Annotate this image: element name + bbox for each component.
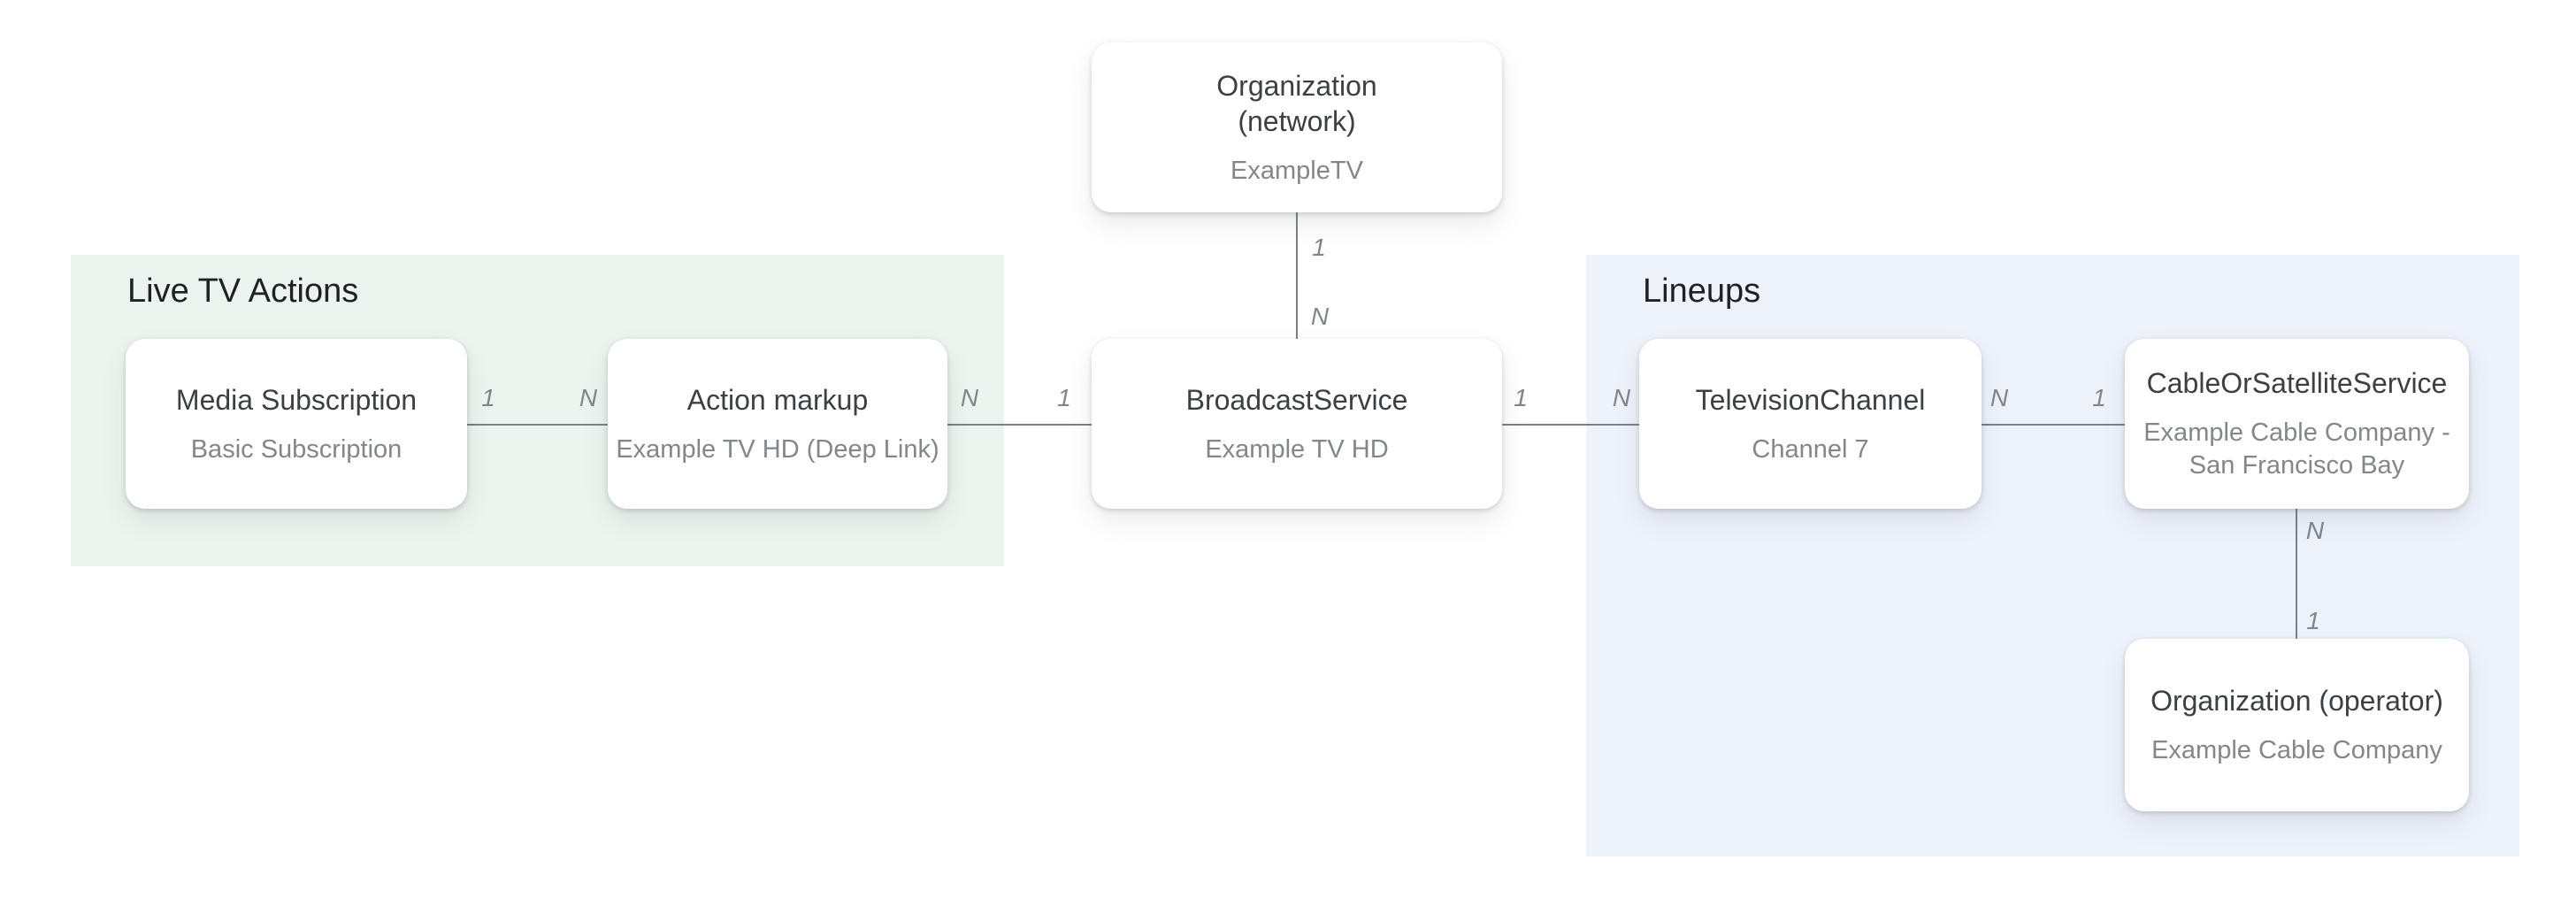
- cardinality-label: N: [1990, 384, 2009, 411]
- node-television-channel: TelevisionChannel Channel 7: [1639, 339, 1982, 509]
- region-lineups-title: Lineups: [1643, 273, 1761, 310]
- node-organization-operator: Organization (operator) Example Cable Co…: [2125, 639, 2469, 811]
- cardinality-label: 1: [1312, 234, 1326, 261]
- node-action-markup: Action markup Example TV HD (Deep Link): [608, 339, 947, 509]
- node-title: CableOrSatelliteService: [2146, 367, 2448, 399]
- connector-broadcastservice-to-televisionchannel: [1502, 424, 1639, 426]
- connector-televisionchannel-to-cableservice: [1982, 424, 2125, 426]
- node-organization-network: Organization (network) ExampleTV: [1092, 42, 1502, 212]
- connector-cableservice-to-operator: [2296, 509, 2297, 639]
- node-subtitle: Example TV HD (Deep Link): [616, 434, 939, 464]
- cardinality-label: N: [1612, 384, 1631, 411]
- cardinality-label: 1: [1514, 384, 1528, 411]
- cardinality-label: 1: [1057, 384, 1071, 411]
- cardinality-label: 1: [481, 384, 495, 411]
- node-subtitle: Example Cable Company - San Francisco Ba…: [2143, 418, 2450, 480]
- cardinality-label: N: [579, 384, 598, 411]
- node-title: Action markup: [686, 383, 869, 416]
- node-media-subscription: Media Subscription Basic Subscription: [126, 339, 467, 509]
- node-subtitle: Basic Subscription: [190, 434, 402, 464]
- node-title: Organization (network): [1216, 69, 1377, 137]
- connector-actionmarkup-to-broadcastservice: [947, 424, 1092, 426]
- connector-network-to-broadcastservice: [1296, 212, 1298, 341]
- node-subtitle: Example Cable Company: [2151, 736, 2442, 764]
- connector-mediasubscription-to-actionmarkup: [467, 424, 608, 426]
- cardinality-label: N: [2305, 517, 2325, 544]
- node-title: Media Subscription: [175, 383, 418, 416]
- node-subtitle: ExampleTV: [1230, 156, 1363, 185]
- region-live-tv-actions-title: Live TV Actions: [127, 273, 359, 310]
- cardinality-label: 1: [2092, 384, 2106, 411]
- cardinality-label: N: [960, 384, 979, 411]
- node-title: TelevisionChannel: [1695, 383, 1926, 416]
- node-title: BroadcastService: [1185, 383, 1408, 416]
- node-cable-or-satellite-service: CableOrSatelliteService Example Cable Co…: [2125, 339, 2469, 509]
- node-subtitle: Example TV HD: [1205, 434, 1389, 464]
- cardinality-label: 1: [2306, 607, 2320, 634]
- cardinality-label: N: [1310, 303, 1330, 330]
- node-broadcast-service: BroadcastService Example TV HD: [1092, 339, 1502, 509]
- node-subtitle: Channel 7: [1752, 434, 1869, 464]
- node-title: Organization (operator): [2150, 685, 2443, 717]
